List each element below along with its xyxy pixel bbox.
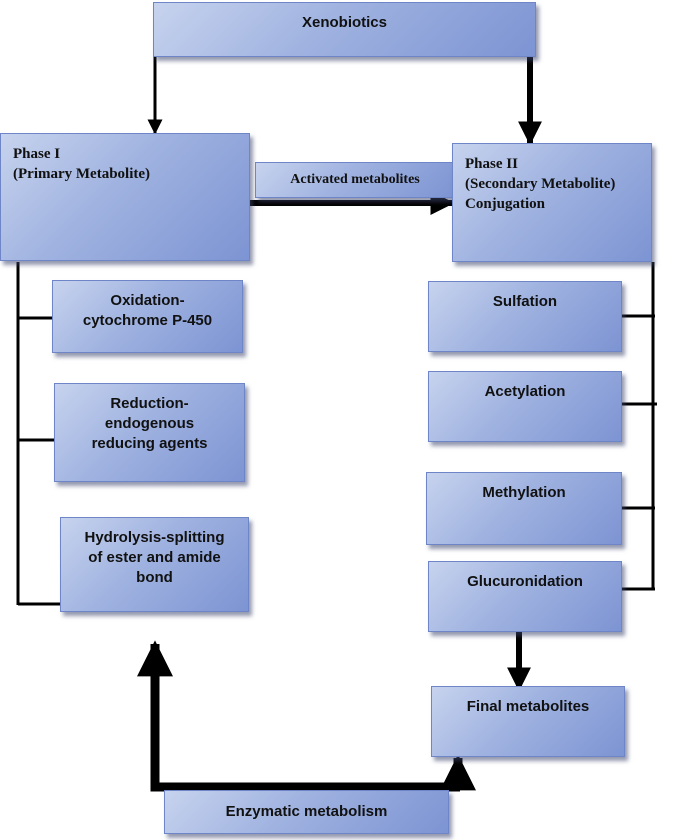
final-metabolites-label: Final metabolites <box>466 698 590 715</box>
hydrolysis-label: Hydrolysis-splitting of ester and amide … <box>84 529 225 586</box>
reduction-label: Reduction- endogenous reducing agents <box>91 395 208 452</box>
enzymatic-metabolism-label: Enzymatic metabolism <box>225 803 388 820</box>
glucuronidation-label: Glucuronidation <box>467 573 583 590</box>
methylation-box: Methylation <box>426 472 622 545</box>
reduction-box: Reduction- endogenous reducing agents <box>54 383 245 482</box>
phase1-label: Phase I (Primary Metabolite) <box>13 146 151 182</box>
xenobiotics-label: Xenobiotics <box>301 14 387 31</box>
acetylation-box: Acetylation <box>428 371 622 442</box>
arrow-enzymatic-to-hydrolysis <box>137 640 460 792</box>
acetylation-label: Acetylation <box>484 383 566 400</box>
phase2-label: Phase II (Secondary Metabolite) Conjugat… <box>465 156 616 212</box>
activated-metabolites-label: Activated metabolites <box>290 172 420 187</box>
hydrolysis-box: Hydrolysis-splitting of ester and amide … <box>60 517 249 612</box>
sulfation-label: Sulfation <box>492 293 558 310</box>
phase1-box: Phase I (Primary Metabolite) <box>0 133 250 261</box>
enzymatic-metabolism-box: Enzymatic metabolism <box>164 790 449 834</box>
activated-metabolites-box: Activated metabolites <box>255 162 455 198</box>
methylation-label: Methylation <box>482 484 566 501</box>
sulfation-box: Sulfation <box>428 281 622 352</box>
glucuronidation-box: Glucuronidation <box>428 561 622 632</box>
phase2-box: Phase II (Secondary Metabolite) Conjugat… <box>452 143 652 262</box>
xenobiotics-box: Xenobiotics <box>153 2 536 57</box>
final-metabolites-box: Final metabolites <box>431 686 625 757</box>
oxidation-box: Oxidation- cytochrome P-450 <box>52 280 243 353</box>
oxidation-label: Oxidation- cytochrome P-450 <box>82 292 213 329</box>
